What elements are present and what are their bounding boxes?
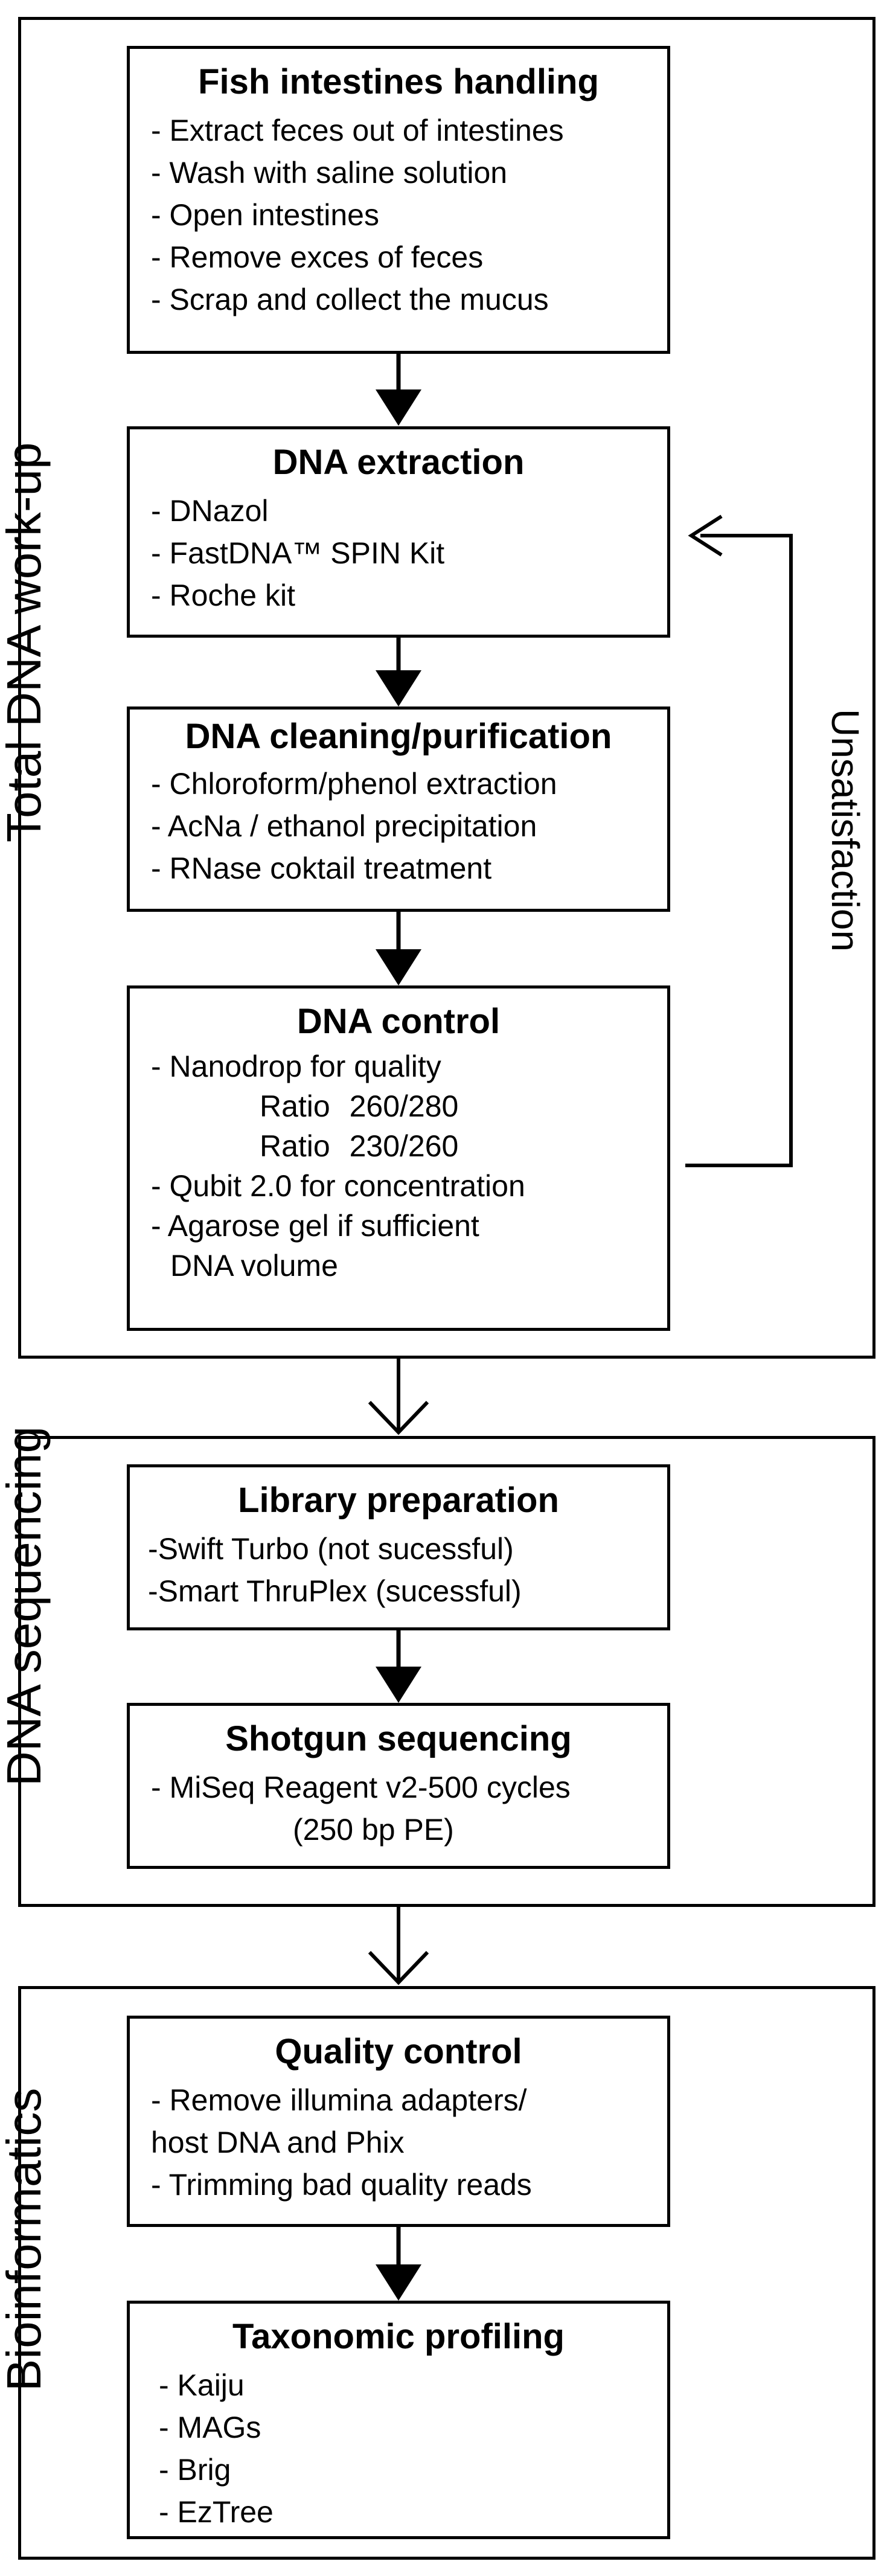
box-title: Taxonomic profiling [232, 2317, 565, 2356]
box-item: DNA volume [170, 1249, 338, 1283]
box-title: Library preparation [238, 1481, 559, 1520]
box-item: - Scrap and collect the mucus [151, 283, 549, 316]
box-item: host DNA and Phix [151, 2126, 405, 2159]
box-dna-extraction: DNA extraction - DNazol - FastDNA™ SPIN … [127, 426, 670, 638]
box-title: Quality control [275, 2032, 522, 2071]
box-title: DNA extraction [272, 443, 525, 482]
box-item: - Nanodrop for quality [151, 1049, 441, 1083]
box-title: Shotgun sequencing [225, 1719, 572, 1758]
box-title: DNA control [296, 1002, 501, 1041]
arrowhead-down-icon [376, 1667, 421, 1703]
box-item: - AcNa / ethanol precipitation [151, 809, 537, 843]
box-item: (250 bp PE) [293, 1813, 454, 1847]
box-item: - Remove illumina adapters/ [151, 2083, 527, 2117]
box-item: - FastDNA™ SPIN Kit [151, 536, 445, 570]
box-item: - Extract feces out of intestines [151, 114, 564, 147]
box-quality-control: Quality control - Remove illumina adapte… [127, 2016, 670, 2227]
arrowhead-down-icon [376, 949, 421, 985]
box-item: - Trimming bad quality reads [151, 2168, 532, 2202]
box-dna-cleaning-purification: DNA cleaning/purification - Chloroform/p… [127, 706, 670, 912]
box-item: Ratio 260/280 [260, 1089, 459, 1123]
box-item: - Brig [159, 2453, 231, 2487]
chevron-left-icon [688, 514, 723, 557]
feedback-loop-line [685, 534, 793, 1167]
chevron-down-icon [368, 1400, 429, 1435]
box-item: - Chloroform/phenol extraction [151, 767, 557, 801]
box-item: - MAGs [159, 2411, 261, 2444]
box-dna-control: DNA control - Nanodrop for quality Ratio… [127, 985, 670, 1331]
section-total-dna-workup [18, 17, 875, 1359]
box-item: - Kaiju [159, 2368, 245, 2402]
box-title: DNA cleaning/purification [185, 717, 612, 756]
box-library-preparation: Library preparation -Swift Turbo (not su… [127, 1464, 670, 1630]
section-dna-sequencing [18, 1436, 875, 1907]
box-shotgun-sequencing: Shotgun sequencing - MiSeq Reagent v2-50… [127, 1703, 670, 1869]
box-item: - Remove exces of feces [151, 240, 484, 274]
arrowhead-down-icon [376, 670, 421, 706]
box-item: - EzTree [159, 2495, 274, 2529]
chevron-down-icon [368, 1950, 429, 1985]
arrowhead-down-icon [376, 2264, 421, 2301]
box-taxonomic-profiling: Taxonomic profiling - Kaiju - MAGs - Bri… [127, 2301, 670, 2539]
box-item: Ratio 230/260 [260, 1129, 459, 1163]
box-item: -Swift Turbo (not sucessful) [148, 1532, 514, 1566]
box-item: - Open intestines [151, 198, 379, 232]
box-item: - Qubit 2.0 for concentration [151, 1169, 525, 1203]
box-item: - DNazol [151, 494, 269, 528]
box-item: -Smart ThruPlex (sucessful) [148, 1574, 522, 1608]
box-item: - MiSeq Reagent v2-500 cycles [151, 1770, 571, 1804]
box-item: - Roche kit [151, 578, 295, 612]
box-item: - RNase coktail treatment [151, 851, 492, 885]
box-title: Fish intestines handling [198, 62, 599, 101]
box-item: - Agarose gel if sufficient [151, 1209, 479, 1243]
box-fish-intestines-handling: Fish intestines handling - Extract feces… [127, 46, 670, 354]
box-item: - Wash with saline solution [151, 156, 508, 190]
arrowhead-down-icon [376, 389, 421, 426]
section-bioinformatics [18, 1986, 875, 2560]
